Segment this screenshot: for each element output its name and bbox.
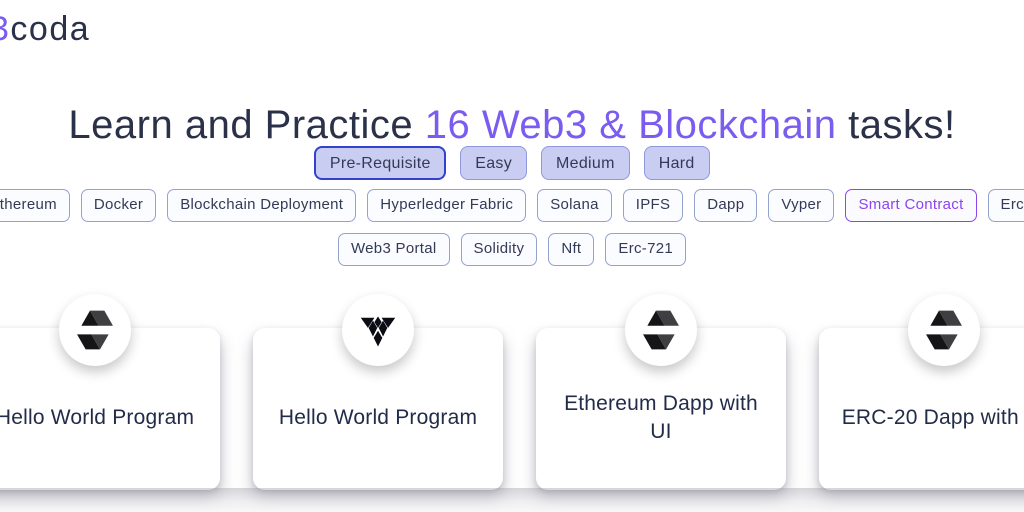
solidity-logo-icon	[926, 310, 962, 350]
card-icon-circle	[59, 294, 131, 366]
tag-erc-20[interactable]: Erc-20	[987, 189, 1024, 222]
task-card[interactable]: Hello World Program	[253, 294, 503, 490]
solidity-logo-icon	[643, 310, 679, 350]
card-title: Hello World Program	[278, 406, 478, 430]
card-icon-circle	[625, 294, 697, 366]
tag-solana[interactable]: Solana	[537, 189, 612, 222]
tag-dapp[interactable]: Dapp	[694, 189, 758, 222]
filter-hard[interactable]: Hard	[643, 146, 710, 181]
filter-medium[interactable]: Medium	[541, 146, 630, 181]
tag-hyperledger-fabric[interactable]: Hyperledger Fabric	[367, 189, 527, 222]
brand-logo-text: coda	[10, 10, 91, 48]
tag-erc-721[interactable]: Erc-721	[605, 233, 687, 266]
tag-ipfs[interactable]: IPFS	[622, 189, 684, 222]
vyper-logo-icon	[360, 316, 396, 347]
task-card[interactable]: Hello World Program	[0, 294, 220, 490]
page-title: Learn and Practice 16 Web3 & Blockchain …	[0, 103, 1024, 148]
tag-docker[interactable]: Docker	[80, 189, 157, 222]
task-card[interactable]: Ethereum Dapp with UI	[536, 294, 786, 490]
task-card[interactable]: ERC-20 Dapp with UI	[819, 294, 1024, 490]
page-title-part2: tasks!	[836, 102, 956, 147]
page-title-highlight: 16 Web3 & Blockchain	[424, 102, 837, 147]
tag-vyper[interactable]: Vyper	[768, 189, 835, 222]
filter-easy[interactable]: Easy	[460, 146, 527, 181]
filter-pre-requisite[interactable]: Pre-Requisite	[314, 146, 447, 181]
solidity-logo-icon	[77, 310, 113, 350]
card-title: ERC-20 Dapp with UI	[841, 406, 1024, 430]
card-title: Ethereum Dapp with UI	[564, 392, 758, 443]
brand-logo[interactable]: 3coda	[0, 10, 90, 49]
tag-filter-row-1: Ethereum Docker Blockchain Deployment Hy…	[0, 189, 1024, 222]
tag-nft[interactable]: Nft	[548, 233, 595, 266]
brand-logo-accent: 3	[0, 10, 10, 48]
tag-filter-row-2: Web3 Portal Solidity Nft Erc-721	[0, 233, 1024, 266]
difficulty-filter-row: Pre-Requisite Easy Medium Hard	[0, 146, 1024, 181]
card-icon-circle	[342, 294, 414, 366]
tag-web3-portal[interactable]: Web3 Portal	[337, 233, 450, 266]
tag-ethereum[interactable]: Ethereum	[0, 189, 70, 222]
cards-shadow-fade	[0, 488, 1024, 512]
tag-smart-contract[interactable]: Smart Contract	[845, 189, 977, 222]
tag-blockchain-deployment[interactable]: Blockchain Deployment	[167, 189, 357, 222]
tag-solidity[interactable]: Solidity	[460, 233, 538, 266]
page-title-part1: Learn and Practice	[68, 102, 425, 147]
card-title: Hello World Program	[0, 406, 195, 430]
card-icon-circle	[908, 294, 980, 366]
